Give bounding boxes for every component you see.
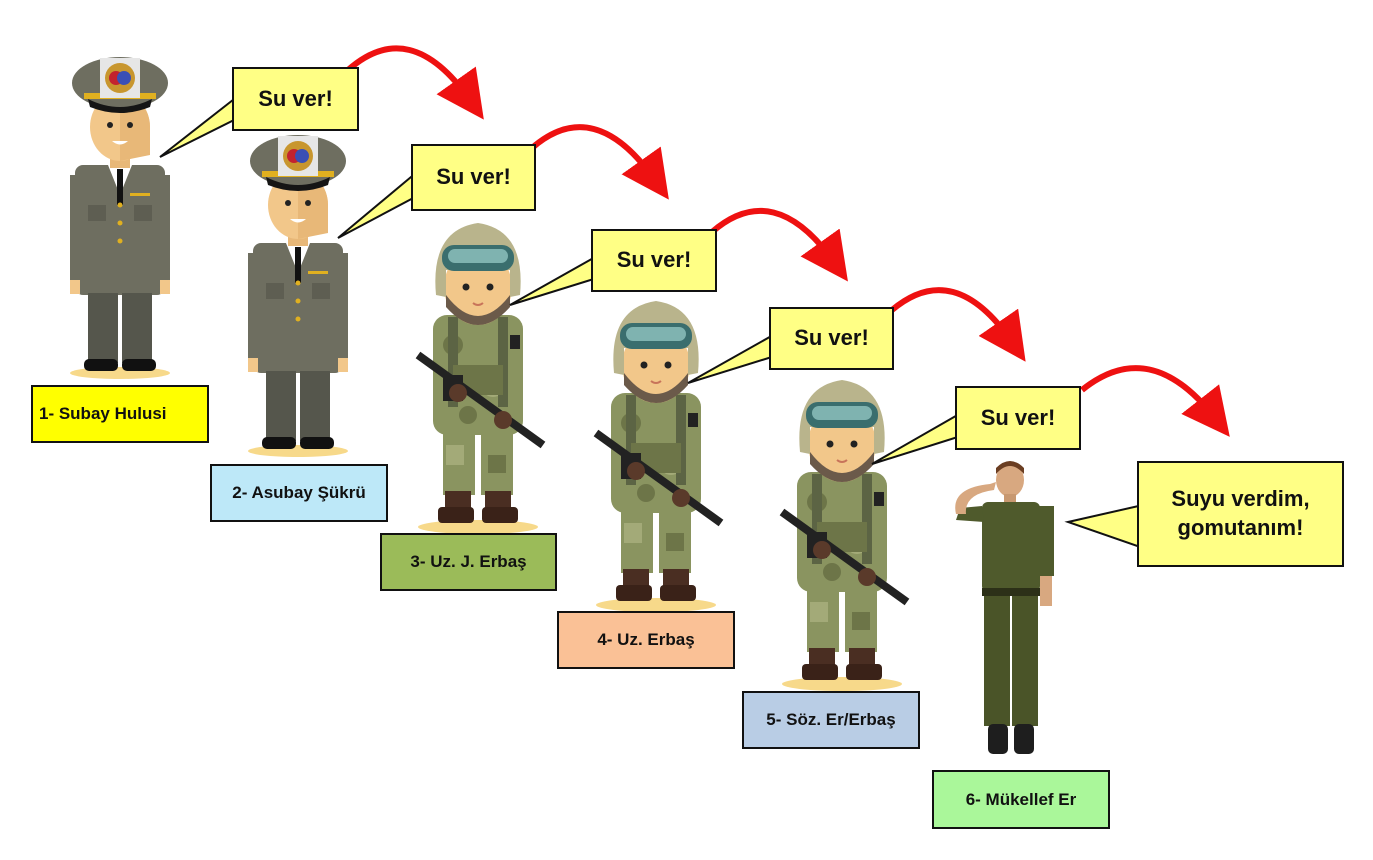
officer-figure-1 xyxy=(70,57,170,379)
arrow-3-to-4 xyxy=(710,207,848,282)
speech-bubble-1: Su ver! xyxy=(232,67,359,131)
speech-bubble-4: Su ver! xyxy=(769,307,894,370)
rank-label-6: 6- Mükellef Er xyxy=(932,770,1110,829)
arrow-4-to-5 xyxy=(890,287,1026,362)
speech-tail-6 xyxy=(1064,503,1144,550)
speech-bubble-3: Su ver! xyxy=(591,229,717,292)
speech-bubble-6: Suyu verdim, gomutanım! xyxy=(1137,461,1344,567)
rank-label-1: 1- Subay Hulusi xyxy=(31,385,209,443)
rank-label-4: 4- Uz. Erbaş xyxy=(557,611,735,669)
speech-bubble-2: Su ver! xyxy=(411,144,536,211)
speech-bubble-5: Su ver! xyxy=(955,386,1081,450)
officer-figure-2 xyxy=(248,135,348,457)
speech-tail-5 xyxy=(871,411,962,465)
speech-tail-3 xyxy=(509,254,598,306)
rank-label-5: 5- Söz. Er/Erbaş xyxy=(742,691,920,749)
soldier-figure-4 xyxy=(596,301,721,612)
arrow-1-to-2 xyxy=(346,45,484,120)
handoff-arrows xyxy=(346,45,1230,437)
speech-tail-4 xyxy=(687,332,776,384)
speech-tail-1 xyxy=(159,93,239,158)
speech-tail-2 xyxy=(337,169,418,239)
rank-label-2: 2- Asubay Şükrü xyxy=(210,464,388,522)
saluting-conscript-figure-6 xyxy=(955,461,1054,754)
soldier-figure-3 xyxy=(418,223,543,534)
speech-tails xyxy=(159,93,1144,550)
arrow-2-to-3 xyxy=(530,124,669,200)
rank-label-3: 3- Uz. J. Erbaş xyxy=(380,533,557,591)
soldier-figure-5 xyxy=(782,380,907,691)
arrow-5-to-6 xyxy=(1080,365,1230,437)
